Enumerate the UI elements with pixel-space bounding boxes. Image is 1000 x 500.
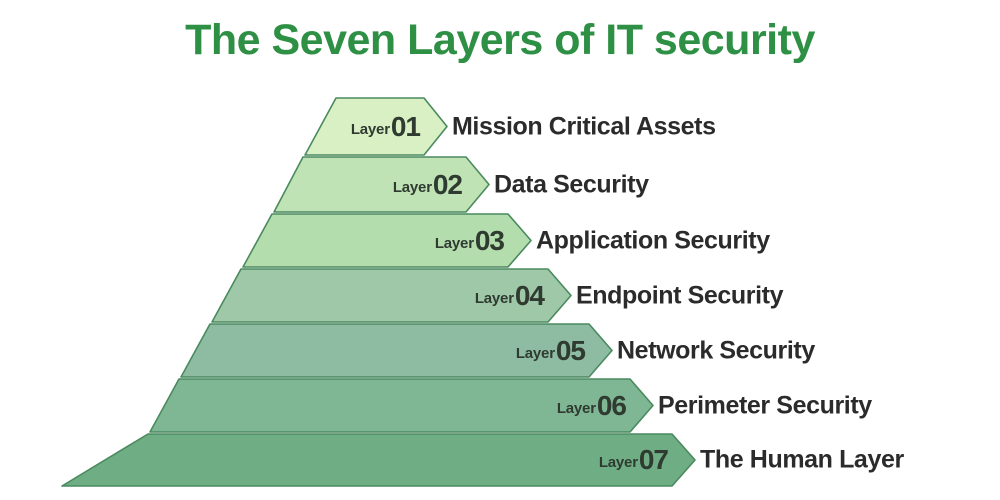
layer-label-04: Endpoint Security: [576, 281, 784, 309]
layer-badge-02: Layer02: [392, 168, 463, 201]
layer-label-05: Network Security: [617, 336, 815, 364]
layer-badge-07: Layer07: [598, 444, 669, 476]
layer-badge-04: Layer04: [474, 279, 545, 312]
layer-word: Layer: [598, 454, 638, 471]
layer-number: 01: [390, 110, 421, 142]
layer-badge-01: Layer01: [350, 110, 421, 143]
pyramid-band-05[interactable]: [180, 323, 613, 378]
layer-word: Layer: [474, 289, 514, 307]
layer-number: 07: [638, 444, 669, 475]
layer-number: 06: [596, 389, 627, 421]
pyramid-band-04[interactable]: [211, 268, 572, 323]
layer-number: 02: [432, 168, 463, 200]
layer-number: 05: [555, 334, 586, 366]
layer-word: Layer: [392, 178, 432, 196]
pyramid-band-03[interactable]: [242, 213, 532, 268]
layer-word: Layer: [556, 399, 596, 417]
layer-number: 04: [514, 279, 545, 311]
layer-label-03: Application Security: [536, 226, 770, 254]
layer-word: Layer: [434, 234, 474, 252]
layer-label-01: Mission Critical Assets: [452, 112, 716, 140]
layer-word: Layer: [515, 344, 555, 362]
layer-label-02: Data Security: [494, 170, 649, 198]
page-title: The Seven Layers of IT security: [185, 16, 815, 64]
layer-number: 03: [474, 224, 505, 256]
layer-word: Layer: [350, 120, 390, 138]
pyramid-band-07[interactable]: [61, 433, 696, 487]
pyramid-band-02[interactable]: [273, 156, 490, 213]
layer-badge-03: Layer03: [434, 224, 505, 257]
layer-label-07: The Human Layer: [700, 445, 904, 474]
layer-label-06: Perimeter Security: [658, 391, 872, 419]
layer-badge-06: Layer06: [556, 389, 627, 422]
pyramid-band-01[interactable]: [304, 97, 448, 156]
layer-badge-05: Layer05: [515, 334, 586, 367]
pyramid-band-06[interactable]: [149, 378, 654, 433]
